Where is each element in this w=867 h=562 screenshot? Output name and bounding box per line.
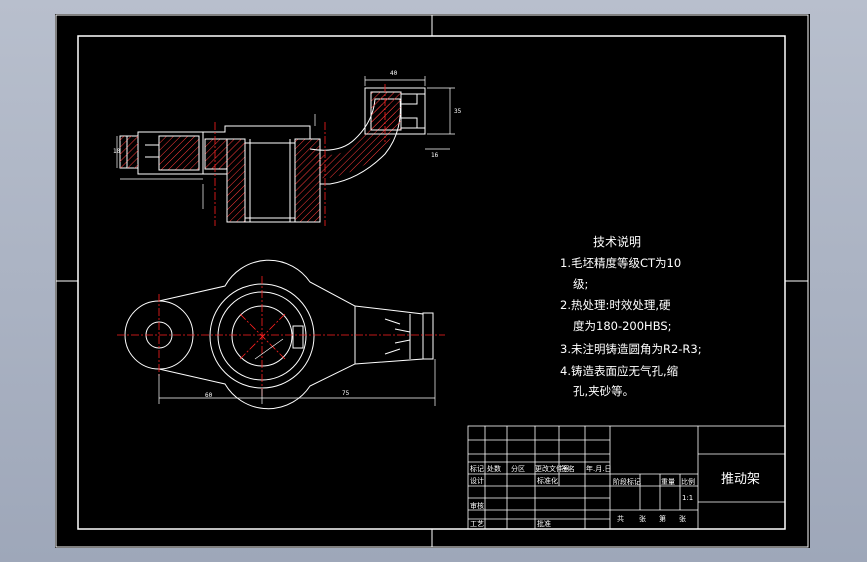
- tb-sheet-1: 张: [639, 515, 646, 523]
- tb-sheet-2: 第: [659, 515, 666, 523]
- tb-header-5: 年.月.日: [586, 465, 612, 473]
- tb-weight: 重量: [661, 478, 675, 486]
- dim-bottom-right: 75: [342, 390, 350, 397]
- plan-view: [124, 259, 434, 410]
- tb-label-design: 设计: [470, 477, 484, 485]
- tb-label-process: 工艺: [470, 520, 484, 528]
- centring-marks: [56, 15, 808, 547]
- dim-bottom-left: 60: [205, 392, 213, 399]
- part-name: 推动架: [721, 472, 761, 487]
- outer-border: [55, 14, 809, 548]
- tb-scale-value: 1:1: [682, 494, 694, 502]
- tb-sheet-3: 张: [679, 515, 686, 523]
- note-line-1: 1.毛坯精度等级CT为10: [560, 256, 682, 270]
- section-dimensions: [116, 76, 455, 209]
- tb-header-0: 标记: [470, 465, 484, 473]
- drawing-viewport[interactable]: 技术说明 1.毛坯精度等级CT为10 级; 2.热处理:时效处理,硬 度为180…: [55, 14, 810, 548]
- tb-header-3: 更改文件号: [535, 465, 570, 473]
- notes-title: 技术说明: [593, 235, 642, 249]
- cad-drawing: [55, 14, 809, 548]
- tb-header-2: 分区: [511, 465, 525, 473]
- inner-border: [77, 35, 786, 530]
- center-lines: [117, 84, 445, 398]
- tb-label-std: 标准化: [537, 477, 558, 485]
- section-view: [119, 87, 426, 223]
- tb-sheet-0: 共: [617, 515, 624, 523]
- tb-scale-label: 比例: [681, 478, 695, 486]
- tb-header-4: 签名: [561, 465, 575, 473]
- dim-top-width: 40: [390, 70, 398, 77]
- tb-label-approve: 批准: [537, 520, 551, 528]
- dim-right-small: 16: [431, 152, 439, 159]
- plan-dimensions: [158, 338, 436, 406]
- note-line-5: 3.未注明铸造圆角为R2-R3;: [560, 342, 702, 356]
- tb-label-review: 审核: [470, 502, 484, 510]
- note-line-6: 4.铸造表面应无气孔,缩: [560, 364, 679, 378]
- dim-right-height: 35: [454, 108, 462, 115]
- tb-header-1: 处数: [487, 465, 501, 473]
- dim-left: 10: [113, 148, 121, 155]
- note-line-2: 级;: [573, 277, 589, 291]
- note-line-7: 孔,夹砂等。: [573, 384, 635, 398]
- tb-stage: 阶段标记: [613, 478, 641, 486]
- title-block: [467, 425, 786, 530]
- note-line-3: 2.热处理:时效处理,硬: [560, 298, 671, 312]
- note-line-4: 度为180-200HBS;: [573, 319, 672, 333]
